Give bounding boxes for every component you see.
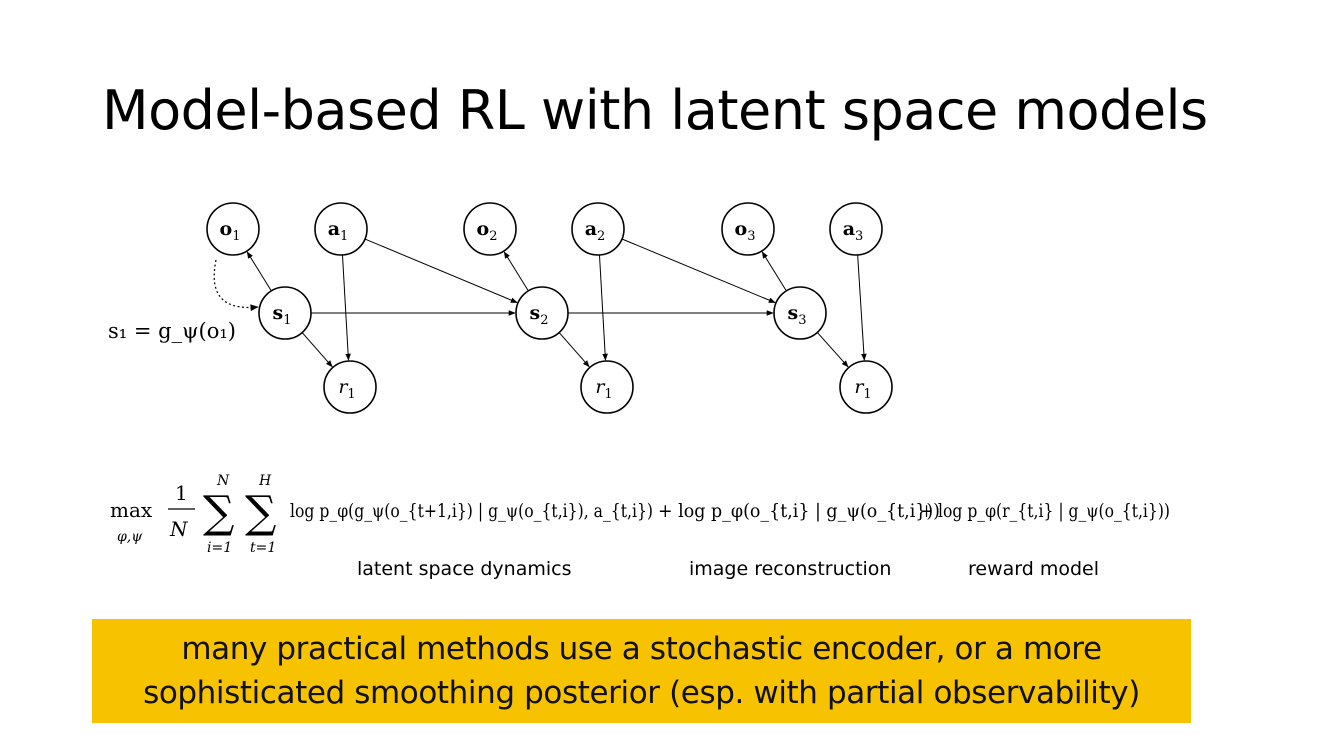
node-label-base: s <box>273 302 284 324</box>
max-operator: max <box>110 498 153 522</box>
node-label-subscript: 1 <box>283 313 291 328</box>
node-label-base: s <box>530 302 541 324</box>
encoder-edge-o1-s1 <box>213 259 259 312</box>
label-latent-space-dynamics: latent space dynamics <box>357 558 572 580</box>
node-label-subscript: 3 <box>798 313 806 328</box>
max-subscript: φ,ψ <box>117 529 143 545</box>
edge-s1-r1 <box>301 332 333 368</box>
node-s1: s1 <box>258 286 312 340</box>
node-label: r1 <box>338 376 355 402</box>
fraction-denominator: N <box>169 517 189 541</box>
node-label: r1 <box>854 376 871 402</box>
label-reward-model: reward model <box>968 558 1099 580</box>
node-a3: a3 <box>829 202 883 256</box>
note-line-2: sophisticated smoothing posterior (esp. … <box>143 675 1140 711</box>
node-label-base: r <box>854 376 865 398</box>
node-label: a3 <box>843 218 864 244</box>
node-circle <box>773 286 827 340</box>
node-circle <box>829 202 883 256</box>
note-banner: many practical methods use a stochastic … <box>92 619 1191 723</box>
objective-formula: max φ,ψ 1 N ∑ N i=1 ∑ H t=1 log p_φ(g_ψ(… <box>110 473 1170 556</box>
term-dynamics: log p_φ(g_ψ(o_{t+1,i}) | g_ψ(o_{t,i}), a… <box>290 500 653 522</box>
node-o1: o1 <box>206 202 260 256</box>
node-label: a2 <box>585 218 606 244</box>
encoder-equation: s₁ = g_ψ(o₁) <box>108 319 236 343</box>
node-label: o1 <box>220 218 241 244</box>
node-label-subscript: 2 <box>540 313 548 328</box>
node-label-base: s <box>788 302 799 324</box>
edge-a1-r1 <box>341 254 351 361</box>
edge-a3-r3 <box>857 254 867 361</box>
node-label-subscript: 3 <box>855 229 863 244</box>
diagram-edges <box>213 238 867 368</box>
node-s3: s3 <box>773 286 827 340</box>
fraction-numerator: 1 <box>175 481 188 505</box>
node-circle <box>314 202 368 256</box>
note-line-1: many practical methods use a stochastic … <box>181 631 1102 667</box>
node-r3: r1 <box>839 360 893 414</box>
slide-title: Model-based RL with latent space models <box>102 79 1208 142</box>
node-label-base: a <box>585 218 597 240</box>
sum-symbol-i: ∑ <box>203 487 234 538</box>
node-label: r1 <box>595 376 612 402</box>
node-label-subscript: 1 <box>232 229 240 244</box>
edge-s1-o1 <box>246 251 272 292</box>
node-circle <box>206 202 260 256</box>
edge-a2-s3 <box>621 238 776 304</box>
node-label-subscript: 2 <box>597 229 605 244</box>
node-label-subscript: 2 <box>489 229 497 244</box>
node-label-base: o <box>735 218 748 240</box>
node-circle <box>580 360 634 414</box>
sum-t-top: H <box>258 473 272 489</box>
node-s2: s2 <box>515 286 569 340</box>
node-circle <box>463 202 517 256</box>
node-circle <box>571 202 625 256</box>
edge-s2-o2 <box>503 251 529 292</box>
edge-a1-s2 <box>364 238 518 304</box>
node-label-base: a <box>843 218 855 240</box>
edge-s2-r2 <box>558 332 590 368</box>
node-a2: a2 <box>571 202 625 256</box>
node-o2: o2 <box>463 202 517 256</box>
edge-a2-r2 <box>598 254 608 361</box>
label-image-reconstruction: image reconstruction <box>689 558 891 580</box>
node-label: s1 <box>273 302 292 328</box>
node-circle <box>721 202 775 256</box>
node-label: a1 <box>328 218 349 244</box>
node-label-base: o <box>477 218 490 240</box>
node-circle <box>515 286 569 340</box>
node-r2: r1 <box>580 360 634 414</box>
node-r1: r1 <box>323 360 377 414</box>
node-label-subscript: 1 <box>604 387 612 402</box>
sum-symbol-t: ∑ <box>245 487 276 538</box>
node-o3: o3 <box>721 202 775 256</box>
node-label: s3 <box>788 302 807 328</box>
sum-t-bottom: t=1 <box>250 540 276 556</box>
node-label-base: r <box>595 376 606 398</box>
node-label-subscript: 1 <box>347 387 355 402</box>
node-label: o3 <box>735 218 756 244</box>
node-label-subscript: 1 <box>863 387 871 402</box>
term-image-reconstruction: + log p_φ(o_{t,i} | g_ψ(o_{t,i})) <box>658 500 940 522</box>
node-label-base: o <box>220 218 233 240</box>
node-label-subscript: 3 <box>747 229 755 244</box>
sum-i-bottom: i=1 <box>207 540 232 556</box>
edge-s3-r3 <box>816 332 849 368</box>
sum-i-top: N <box>216 473 230 489</box>
node-label-base: a <box>328 218 340 240</box>
term-reward-model: + log p_φ(r_{t,i} | g_ψ(o_{t,i})) <box>920 500 1170 522</box>
node-label-subscript: 1 <box>340 229 348 244</box>
node-a1: a1 <box>314 202 368 256</box>
node-circle <box>258 286 312 340</box>
node-label: o2 <box>477 218 498 244</box>
edge-s3-o3 <box>761 251 787 292</box>
node-label-base: r <box>338 376 349 398</box>
node-label: s2 <box>530 302 549 328</box>
node-circle <box>839 360 893 414</box>
node-circle <box>323 360 377 414</box>
